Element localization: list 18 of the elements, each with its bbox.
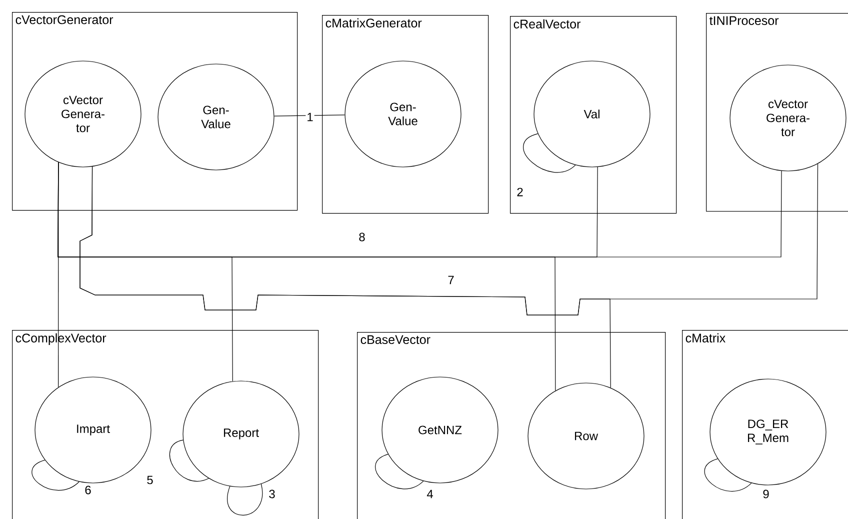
self-loop <box>169 440 210 482</box>
edge-label: 6 <box>84 484 92 496</box>
edge-label: 9 <box>762 488 770 500</box>
edge-label: 1 <box>306 112 314 122</box>
self-loop <box>704 458 752 492</box>
self-loop <box>523 133 576 172</box>
edge-label: 4 <box>426 488 434 500</box>
edge-label: 3 <box>268 488 276 500</box>
edge-label: 7 <box>446 274 456 286</box>
edge-label: 8 <box>358 232 366 242</box>
self-loop <box>227 484 263 516</box>
self-loop <box>32 460 80 491</box>
self-loop <box>375 454 424 490</box>
connector-line <box>58 162 782 258</box>
edge-label: 2 <box>516 186 524 198</box>
edge-label: 5 <box>146 474 154 486</box>
connector-line <box>80 164 818 316</box>
connector-line <box>274 114 346 116</box>
